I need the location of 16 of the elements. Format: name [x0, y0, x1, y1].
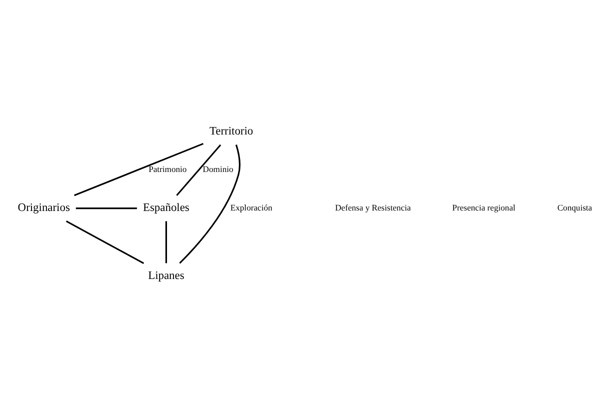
connector: [176, 144, 222, 196]
node-text: Originarios: [18, 202, 70, 214]
node-text: Territorio: [209, 124, 254, 137]
node-text: Españoles: [143, 202, 190, 214]
label: Conquista: [557, 202, 592, 212]
node-text: Lipanes: [148, 269, 184, 282]
connector: [66, 220, 144, 264]
label: Defensa y Resistencia: [335, 202, 411, 212]
label: Presencia regional: [452, 202, 516, 212]
connector: [74, 142, 204, 196]
connector: [165, 220, 167, 263]
connector: [76, 207, 137, 209]
edge-label: Dominio: [202, 164, 234, 174]
connector: [179, 144, 240, 264]
edge-label: Patrimonio: [148, 164, 187, 174]
edge-label: Exploración: [230, 202, 272, 212]
